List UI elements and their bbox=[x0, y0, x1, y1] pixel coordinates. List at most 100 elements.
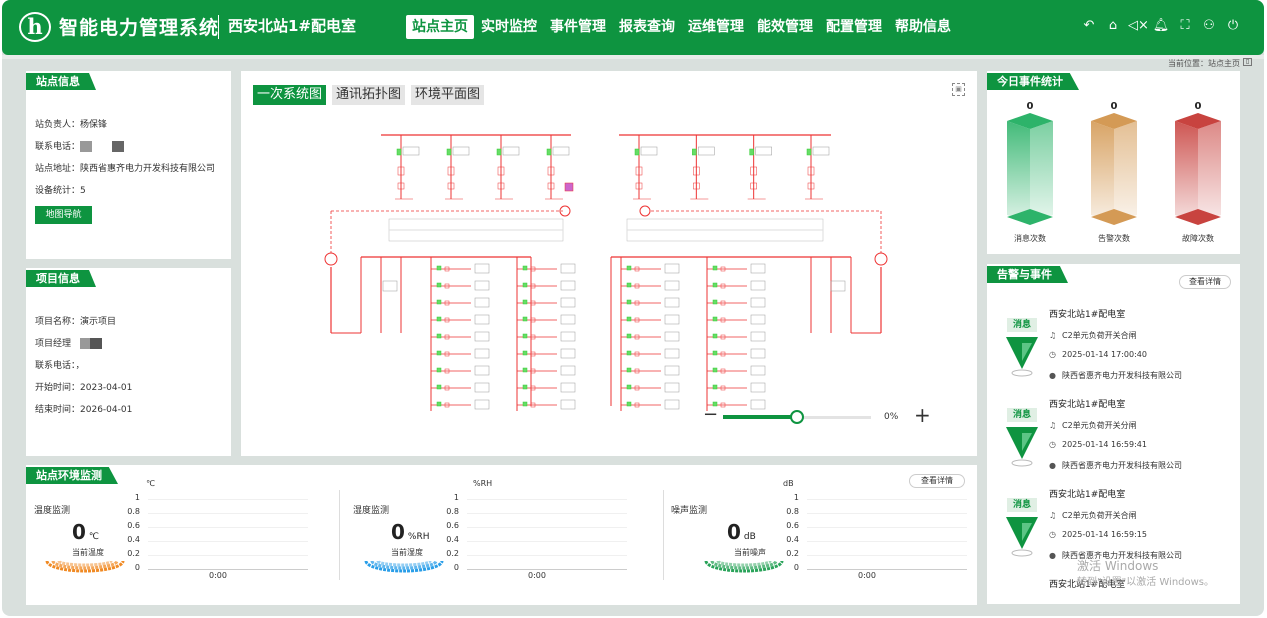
zoom-slider-handle[interactable] bbox=[790, 410, 804, 424]
bell-icon: ♫ bbox=[1049, 511, 1057, 520]
nav-event-management[interactable]: 事件管理 bbox=[550, 19, 606, 35]
diagram-box bbox=[474, 348, 490, 359]
chart-y-tick: 0.6 bbox=[446, 521, 459, 530]
map-navigation-button[interactable]: 地图导航 bbox=[35, 206, 92, 224]
diagram-box bbox=[720, 266, 726, 272]
chart-gridline bbox=[807, 499, 967, 500]
nav-energy-efficiency[interactable]: 能效管理 bbox=[757, 19, 813, 35]
zoom-in-button[interactable]: + bbox=[914, 403, 931, 427]
alarm-item[interactable]: 消息 西安北站1#配电室 ♫C2单元负荷开关合闸 ◷2025-01-14 17:… bbox=[987, 307, 1240, 397]
diagram-box bbox=[447, 166, 455, 176]
power-icon[interactable]: ⏻ bbox=[1227, 18, 1239, 33]
env-caption: 当前温度 bbox=[72, 548, 104, 557]
env-current-value: 0%RH bbox=[391, 520, 430, 544]
diagram-box bbox=[750, 182, 757, 190]
chart-y-tick: 0.8 bbox=[446, 507, 459, 516]
alarm-item[interactable]: 消息 西安北站1#配电室 ♫C2单元负荷开关分闸 ◷2025-01-14 16:… bbox=[987, 397, 1240, 487]
diagram-box bbox=[397, 182, 405, 190]
mute-icon[interactable]: ◁× bbox=[1128, 18, 1149, 33]
nav-help[interactable]: 帮助信息 bbox=[895, 19, 951, 35]
chart-gridline bbox=[467, 499, 627, 500]
diagram-box bbox=[640, 146, 658, 156]
diagram-meter bbox=[324, 252, 338, 266]
location-icon: ● bbox=[1049, 371, 1056, 380]
alarm-item[interactable]: 消息 西安北站1#配电室 ♫C2单元负荷开关合闸 ◷2025-01-14 16:… bbox=[987, 487, 1240, 577]
zoom-out-button[interactable]: − bbox=[703, 404, 719, 425]
diagram-box bbox=[522, 350, 528, 356]
diagram-box bbox=[750, 331, 766, 342]
diagram-box bbox=[750, 263, 766, 274]
section-divider bbox=[339, 490, 340, 580]
panel-title: 告警与事件 bbox=[987, 266, 1068, 283]
diagram-box bbox=[634, 266, 640, 272]
diagram-box bbox=[634, 368, 640, 374]
location-icon: ● bbox=[1049, 461, 1056, 470]
back-icon[interactable]: ↶ bbox=[1083, 18, 1095, 33]
diagram-box bbox=[497, 166, 505, 176]
gauge-arc bbox=[716, 560, 772, 567]
nav-report-query[interactable]: 报表查询 bbox=[619, 19, 675, 35]
bell-icon[interactable]: 🔔︎ bbox=[1152, 18, 1170, 33]
diagram-box bbox=[712, 367, 718, 373]
diagram-box bbox=[530, 283, 536, 289]
diagram-box bbox=[830, 280, 846, 292]
top-header: h 智能电力管理系统 西安北站1#配电室 站点主页 实时监控 事件管理 报表查询… bbox=[2, 0, 1264, 59]
env-section-name: 温度监测 bbox=[34, 506, 71, 516]
diagram-box bbox=[664, 399, 680, 410]
nav-operations[interactable]: 运维管理 bbox=[688, 19, 744, 35]
gauge-arc bbox=[57, 560, 113, 567]
env-detail-button[interactable]: 查看详情 bbox=[909, 474, 965, 488]
diagram-box bbox=[522, 384, 528, 390]
chart-axis-unit: ℃ bbox=[146, 479, 155, 488]
chart-gridline bbox=[807, 513, 967, 514]
address-row: 站点地址：陕西省惠齐电力开发科技有限公司 bbox=[35, 164, 216, 174]
diagram-box bbox=[634, 283, 640, 289]
diagram-box bbox=[552, 146, 570, 156]
chart-gridline bbox=[148, 527, 308, 528]
diagram-meter bbox=[639, 205, 651, 217]
chart-y-tick: 0.4 bbox=[127, 535, 140, 544]
fullscreen-icon[interactable]: ⛶ bbox=[1180, 18, 1190, 33]
chart-x-tick: 0:00 bbox=[858, 571, 876, 580]
alarm-time: ◷2025-01-14 16:59:41 bbox=[1049, 440, 1147, 449]
diagram-box bbox=[560, 382, 576, 393]
home-icon[interactable]: ⌂ bbox=[1108, 18, 1118, 33]
owner-row: 站负责人：杨保锋 bbox=[35, 120, 108, 130]
alarm-company: ●陕西省惠齐电力开发科技有限公司 bbox=[1049, 371, 1182, 380]
breadcrumb: 当前位置：站点主页 bbox=[1168, 59, 1240, 68]
diagram-box bbox=[664, 314, 680, 325]
diagram-box bbox=[634, 148, 640, 156]
diagram-box bbox=[750, 166, 757, 176]
alarm-detail-button[interactable]: 查看详情 bbox=[1179, 275, 1231, 289]
diagram-box bbox=[664, 382, 680, 393]
tab-communication-topology[interactable]: 通讯拓扑图 bbox=[332, 85, 406, 105]
env-caption: 当前噪声 bbox=[734, 548, 766, 557]
tab-primary-system[interactable]: 一次系统图 bbox=[253, 85, 327, 105]
diagram-box bbox=[712, 384, 718, 390]
diagram-fullscreen-icon[interactable]: ▣ bbox=[952, 83, 965, 96]
single-line-diagram[interactable] bbox=[241, 71, 977, 456]
event-stat-prism bbox=[1007, 113, 1053, 225]
diagram-box bbox=[522, 282, 528, 288]
book-icon[interactable]: ▯ bbox=[1243, 58, 1252, 66]
nav-station-home[interactable]: 站点主页 bbox=[406, 15, 474, 39]
diagram-box bbox=[634, 351, 640, 357]
tab-environment-plan[interactable]: 环境平面图 bbox=[411, 85, 485, 105]
diagram-box bbox=[626, 333, 632, 339]
diagram-box bbox=[720, 368, 726, 374]
nav-realtime-monitor[interactable]: 实时监控 bbox=[481, 19, 537, 35]
diagram-box bbox=[522, 299, 528, 305]
diagram-box bbox=[720, 402, 726, 408]
alarm-shield-icon bbox=[1006, 337, 1038, 377]
nav-configuration[interactable]: 配置管理 bbox=[826, 19, 882, 35]
chart-gridline bbox=[148, 541, 308, 542]
diagram-box bbox=[560, 263, 576, 274]
chart-y-tick: 1 bbox=[453, 493, 459, 502]
project-info-panel: 项目信息 项目名称：演示项目 项目经理 联系电话：， 开始时间：2023-04-… bbox=[26, 268, 231, 456]
user-icon[interactable]: ⚇ bbox=[1203, 18, 1215, 33]
chart-axis-unit: dB bbox=[783, 479, 794, 488]
masked-phone bbox=[80, 141, 93, 152]
